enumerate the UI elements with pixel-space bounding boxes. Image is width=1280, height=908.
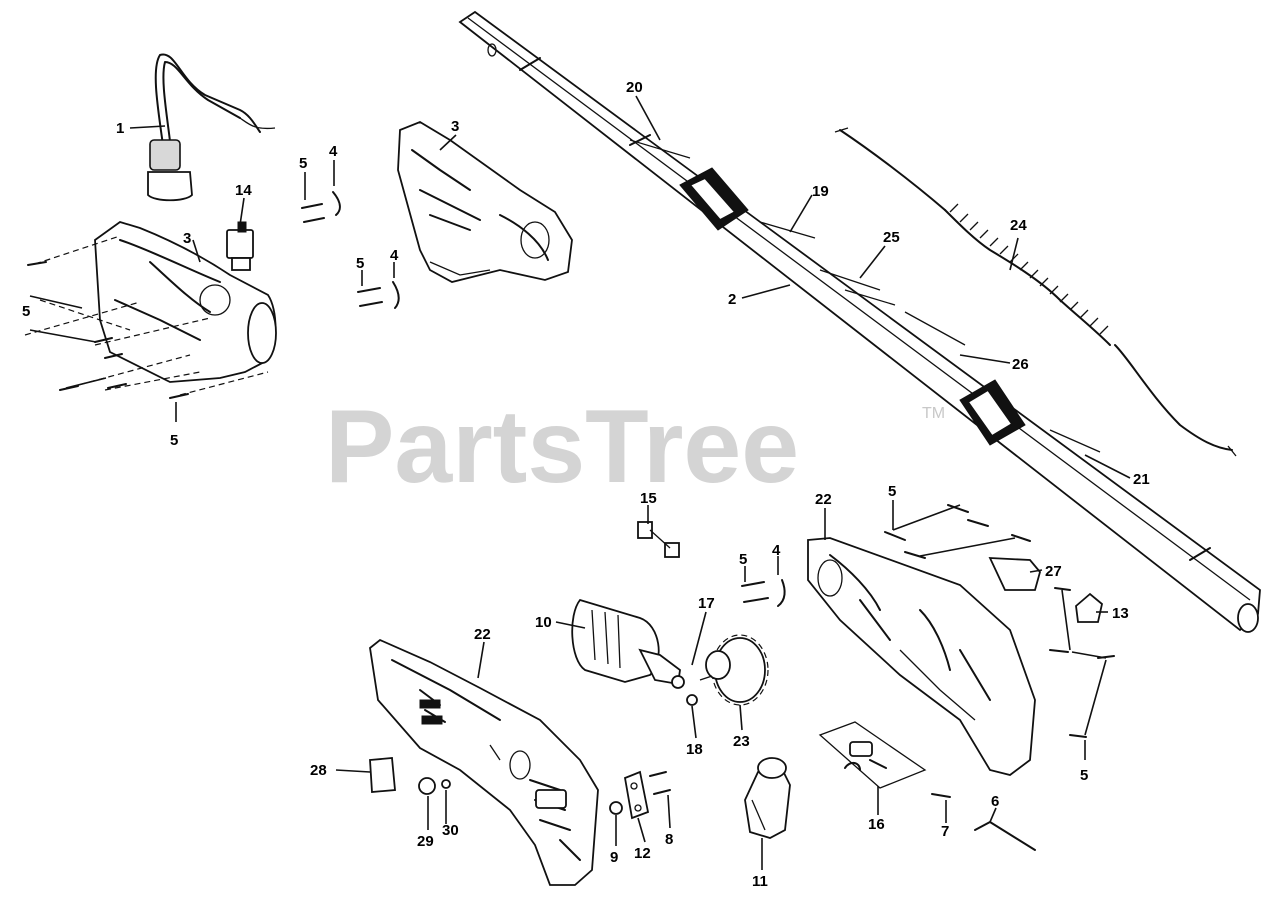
callout-13: 13 [1112,605,1129,622]
decal-27-part [988,557,1041,591]
clip-part [637,521,680,558]
nut-9-part [609,801,623,815]
callout-5: 5 [739,551,747,568]
callout-5: 5 [22,303,30,320]
watermark-trademark: TM [922,405,945,422]
callout-22: 22 [474,626,491,643]
decal-28-part [369,757,396,793]
callout-26: 26 [1012,356,1029,373]
callout-17: 17 [698,595,715,612]
callout-5: 5 [888,483,896,500]
callout-12: 12 [634,845,651,862]
callout-5: 5 [299,155,307,172]
callout-3: 3 [183,230,191,247]
front-housing-left-part [369,638,599,886]
shaft-collar-upper [679,167,749,231]
callout-30: 30 [442,822,459,839]
callout-25: 25 [883,229,900,246]
hex-key-6-part [974,821,1036,851]
handle-11-part [744,757,791,839]
callout-28: 28 [310,762,327,779]
callout-20: 20 [626,79,643,96]
callout-18: 18 [686,741,703,758]
callout-5: 5 [170,432,178,449]
coiled-cable-part [834,127,1237,457]
screws-upper-middle [301,160,400,309]
knob-29-part [418,777,436,795]
gear-part [699,634,769,706]
callout-7: 7 [941,823,949,840]
callout-9: 9 [610,849,618,866]
callout-1: 1 [116,120,124,137]
callout-23: 23 [733,733,750,750]
callout-21: 21 [1133,471,1150,488]
callout-8: 8 [665,831,673,848]
callout-2: 2 [728,291,736,308]
callout-6: 6 [991,793,999,810]
screws-left-housing [27,261,189,422]
bearing-part [686,694,698,706]
callout-14: 14 [235,182,252,199]
watermark-text: PartsTree [325,389,799,505]
power-cord-part [147,53,276,202]
screw-7-part [931,793,951,798]
shaft-collar-lower [959,379,1026,446]
callout-10: 10 [535,614,552,631]
shaft-tube-part [458,10,1261,633]
leader-lines [129,95,1131,870]
screws-upper-right [884,500,1031,559]
screws-mid-right [741,556,786,607]
motor-part [571,598,685,689]
screws-8-part [649,771,671,795]
decal-13-part [1075,592,1103,623]
callout-15: 15 [640,490,657,507]
callout-3: 3 [451,118,459,135]
callout-19: 19 [812,183,829,200]
callout-29: 29 [417,833,434,850]
rear-housing-right-part [397,120,573,283]
callout-labels: 1 3 3 14 5 4 5 4 5 5 20 19 25 2 24 26 21… [22,79,1150,890]
callout-16: 16 [868,816,885,833]
plate-12-part [623,770,650,820]
screw-30-part [441,779,451,789]
bracket-16-part [818,721,927,789]
callout-4: 4 [772,542,781,559]
callout-24: 24 [1010,217,1027,234]
callout-5: 5 [356,255,364,272]
front-housing-right-part [807,537,1036,776]
callout-4: 4 [390,247,399,264]
shaft-decals [629,139,1101,453]
switch-part [226,221,254,271]
rear-housing-left-part [24,221,277,396]
screws-right [1049,587,1115,760]
callout-4: 4 [329,143,338,160]
callout-11: 11 [752,873,768,890]
callout-27: 27 [1045,563,1062,580]
callout-22: 22 [815,491,832,508]
callout-5: 5 [1080,767,1088,784]
